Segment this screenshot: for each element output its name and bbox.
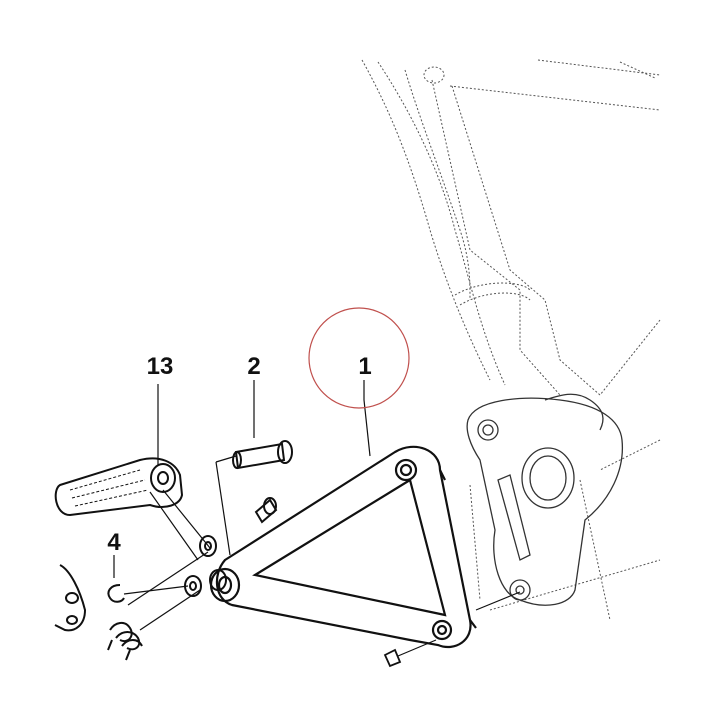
return-spring xyxy=(107,622,143,661)
pin-part-2 xyxy=(232,440,293,470)
circlip-part-4 xyxy=(107,584,125,603)
callout-4: 4 xyxy=(107,529,121,556)
footpeg-part-13 xyxy=(54,457,184,517)
callout-2: 2 xyxy=(247,353,260,380)
left-hanger-plate xyxy=(54,564,87,632)
callout-1: 1 xyxy=(358,353,371,380)
frame-bracket xyxy=(466,393,624,606)
mounting-bolt xyxy=(383,648,402,668)
bushing-stack xyxy=(184,535,227,597)
callout-13: 13 xyxy=(147,353,174,380)
stud-pin xyxy=(254,497,278,524)
leader-lines xyxy=(113,380,521,657)
frame-outline xyxy=(361,59,661,621)
triangular-footrest-bracket xyxy=(209,445,477,648)
highlight-circle xyxy=(308,307,410,409)
frame-tube-joint xyxy=(454,282,531,306)
frame-mount-hole xyxy=(423,66,445,84)
